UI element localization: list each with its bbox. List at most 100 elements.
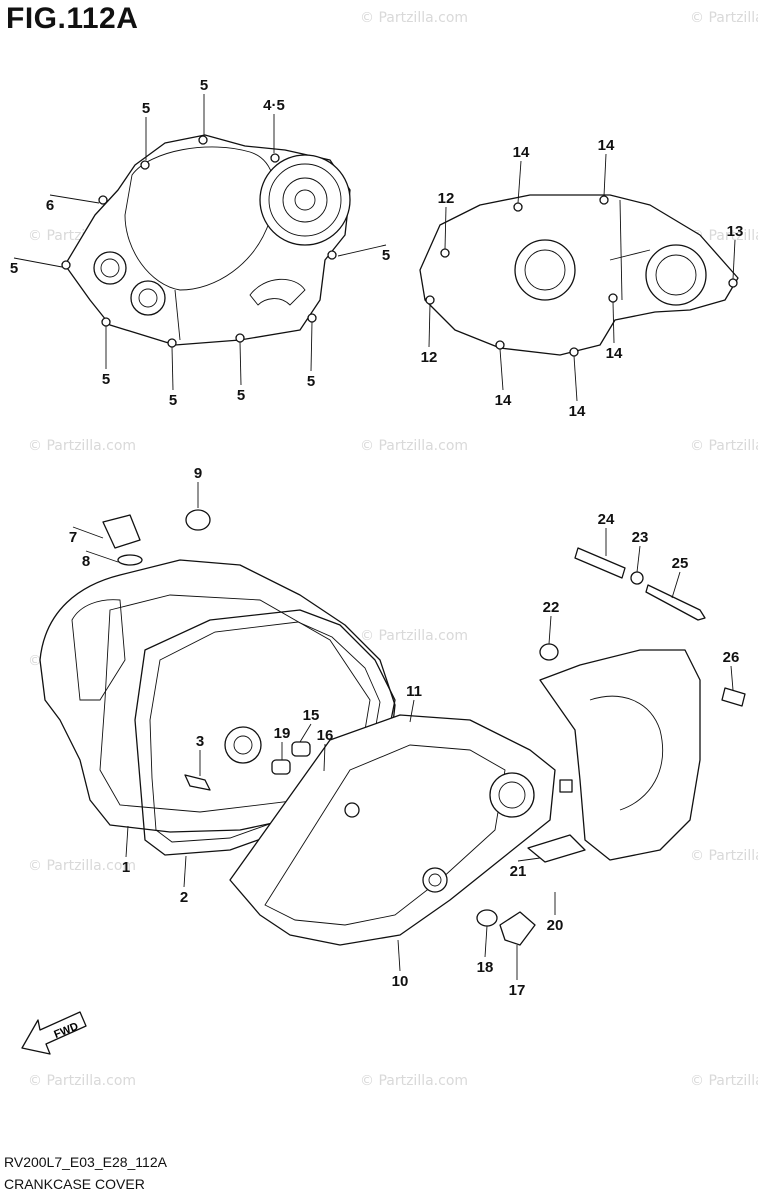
- callout-number: 12: [421, 349, 438, 366]
- leader-line: [125, 825, 129, 858]
- leader-line: [730, 665, 734, 691]
- crankcase-cover-part: [229, 714, 556, 946]
- watermark: © Partzilla.com: [690, 848, 758, 864]
- callout-number: 15: [303, 707, 320, 724]
- leader-line: [49, 194, 100, 204]
- callout-number: 5: [382, 247, 390, 264]
- pin-part: [291, 741, 311, 757]
- leader-line: [13, 257, 63, 268]
- washer-part: [630, 571, 644, 585]
- callout-number: 8: [82, 553, 90, 570]
- dowel-pin-part: [184, 774, 211, 791]
- callout-number: 14: [569, 403, 586, 420]
- leader-line: [183, 855, 187, 888]
- callout-number: 9: [194, 465, 202, 482]
- callout-number: 25: [672, 555, 689, 572]
- generator-cover-part: [419, 194, 739, 357]
- callout-number: 22: [543, 599, 560, 616]
- o-ring-part: [117, 554, 143, 566]
- leader-line: [573, 355, 578, 402]
- leader-line: [603, 153, 607, 197]
- figure-title: FIG.112A: [6, 2, 139, 35]
- leader-line: [517, 160, 522, 204]
- leader-line: [323, 743, 326, 772]
- callout-number: 17: [509, 982, 526, 999]
- callout-number: 20: [547, 917, 564, 934]
- leader-line: [337, 244, 387, 257]
- callout-number: 12: [438, 190, 455, 207]
- watermarks: © Partzilla.com © Partzilla.com © Partzi…: [28, 10, 758, 1089]
- callout-number: 6: [46, 197, 54, 214]
- callout-number: 10: [392, 973, 409, 990]
- callout-number: 5: [169, 392, 177, 409]
- spacer-part: [574, 547, 626, 579]
- watermark: © Partzilla.com: [360, 628, 468, 644]
- watermark: © Partzilla.com: [690, 1073, 758, 1089]
- callout-number: 5: [237, 387, 245, 404]
- pin-part: [271, 759, 291, 775]
- leader-line: [671, 571, 681, 599]
- spacer-part: [721, 687, 746, 707]
- bolt-part: [645, 584, 706, 621]
- watermark: © Partzilla.com: [690, 228, 758, 244]
- watermark: © Partzilla.com: [360, 10, 468, 26]
- crankcase-part: [39, 559, 396, 833]
- callout-number: 11: [406, 683, 422, 700]
- callout-number: 14: [495, 392, 512, 409]
- callout-number: 23: [632, 529, 649, 546]
- callout-number: 14: [606, 345, 623, 362]
- callout-number: 18: [477, 959, 494, 976]
- sprocket-cover-part: [527, 649, 701, 863]
- leader-line: [612, 301, 615, 344]
- callout-number: 5: [102, 371, 110, 388]
- watermark: © Partzilla.com: [28, 858, 136, 874]
- leader-line: [397, 939, 401, 972]
- leader-line: [548, 615, 552, 645]
- clutch-cover-part: [61, 134, 351, 348]
- watermark: © Partzilla.com: [28, 1073, 136, 1089]
- callout-number: 3: [196, 733, 204, 750]
- watermark: © Partzilla.com: [690, 10, 758, 26]
- callout-number: 5: [307, 373, 315, 390]
- leader-line: [239, 341, 242, 386]
- diagram-code: RV200L7_E03_E28_112A: [4, 1154, 167, 1170]
- callout-number: 19: [274, 725, 291, 742]
- leader-line: [499, 348, 504, 391]
- callout-number: 2: [180, 889, 188, 906]
- callout-number: 7: [69, 529, 77, 546]
- oil-seal-part: [185, 509, 211, 531]
- callout-number: 14: [513, 144, 530, 161]
- watermark: © Partzilla.com: [28, 438, 136, 454]
- leader-line: [444, 206, 447, 250]
- leader-line: [636, 545, 641, 573]
- callout-number: 24: [598, 511, 615, 528]
- leader-line: [484, 925, 488, 958]
- leader-line: [732, 239, 736, 280]
- leader-line: [310, 321, 313, 372]
- callout-number: 14: [598, 137, 615, 154]
- callout-number: 5: [10, 260, 18, 277]
- leader-line: [72, 526, 104, 539]
- leader-line: [517, 857, 541, 862]
- oil-filler-cap-part: [102, 514, 141, 549]
- leader-line: [299, 723, 312, 743]
- leader-line: [85, 550, 119, 563]
- callout-number: 16: [317, 727, 334, 744]
- diagram-name: CRANKCASE COVER: [4, 1176, 145, 1192]
- callout-number: 26: [723, 649, 740, 666]
- leader-line: [428, 303, 431, 348]
- watermark: © Partzilla.com: [360, 1073, 468, 1089]
- callout-number: 21: [510, 863, 527, 880]
- leader-line: [171, 346, 174, 391]
- fwd-arrow-icon: FWD: [21, 1011, 87, 1055]
- callout-number: 5: [200, 77, 208, 94]
- callout-number: 1: [122, 859, 130, 876]
- callout-number: 5: [142, 100, 150, 117]
- watermark: © Partzilla.com: [360, 438, 468, 454]
- o-ring-part: [476, 909, 498, 927]
- leader-line: [409, 699, 415, 723]
- callout-number: 4·5: [263, 97, 285, 114]
- collar-part: [539, 643, 559, 661]
